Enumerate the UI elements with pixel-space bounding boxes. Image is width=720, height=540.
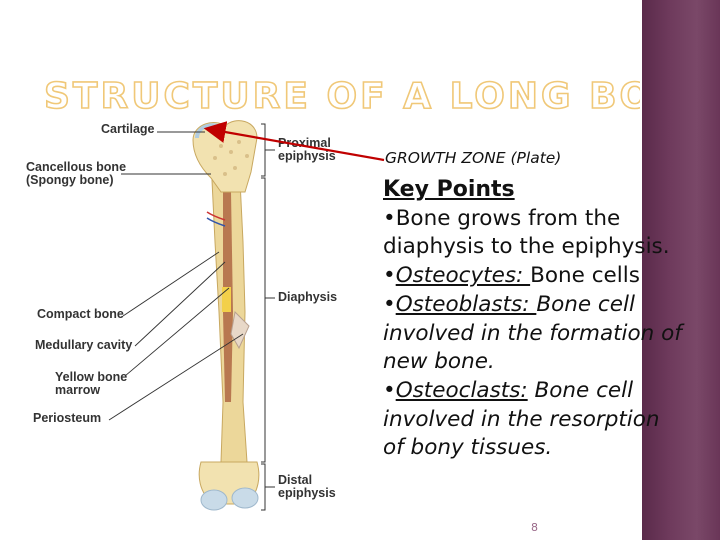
- key-points-heading: Key Points: [383, 177, 515, 202]
- osteocytes-term: Osteocytes:: [395, 263, 531, 289]
- label-periosteum: Periosteum: [33, 411, 102, 425]
- key-point-1: •Bone grows from the diaphysis to the ep…: [383, 205, 670, 260]
- label-yellow-bone-marrow: Yellow bone marrow: [55, 370, 128, 397]
- slide-title: STRUCTURE OF A LONG BONE: [40, 74, 711, 118]
- key-point-3: •Osteoblasts: Bone cell involved in the …: [383, 291, 682, 375]
- growth-zone-label: GROWTH ZONE (Plate): [385, 149, 562, 167]
- osteoblasts-text: Bone cell involved in the formation of n…: [383, 291, 682, 375]
- key-point-4: •Osteoclasts: Bone cell involved in the …: [383, 377, 660, 461]
- label-compact-bone: Compact bone: [37, 307, 124, 321]
- label-medullary-cavity: Medullary cavity: [35, 338, 133, 352]
- label-diaphysis: Diaphysis: [278, 290, 338, 304]
- side-band: [642, 0, 720, 540]
- key-points: Key Points •Bone grows from the diaphysi…: [383, 176, 683, 463]
- osteoblasts-term: Osteoblasts:: [395, 291, 537, 317]
- key-point-1-text: Bone grows from the diaphysis to the epi…: [383, 205, 670, 260]
- osteoclasts-text: Bone cell involved in the resorption of …: [383, 377, 660, 461]
- label-cancellous-bone: Cancellous bone (Spongy bone): [26, 160, 127, 187]
- osteocytes-text: Bone cells: [530, 263, 640, 289]
- label-distal-epiphysis: Distal epiphysis: [278, 473, 336, 500]
- bone-diagram: Cartilage Cancellous bone (Spongy bone) …: [25, 112, 341, 522]
- label-proximal-epiphysis: Proximal epiphysis: [278, 136, 336, 163]
- page-number: 8: [531, 521, 538, 534]
- key-point-2: •Osteocytes: Bone cells: [383, 263, 640, 289]
- slide-title-text: STRUCTURE OF A LONG BONE: [44, 76, 640, 117]
- label-cartilage: Cartilage: [101, 122, 155, 136]
- osteoclasts-term: Osteoclasts:: [395, 377, 528, 403]
